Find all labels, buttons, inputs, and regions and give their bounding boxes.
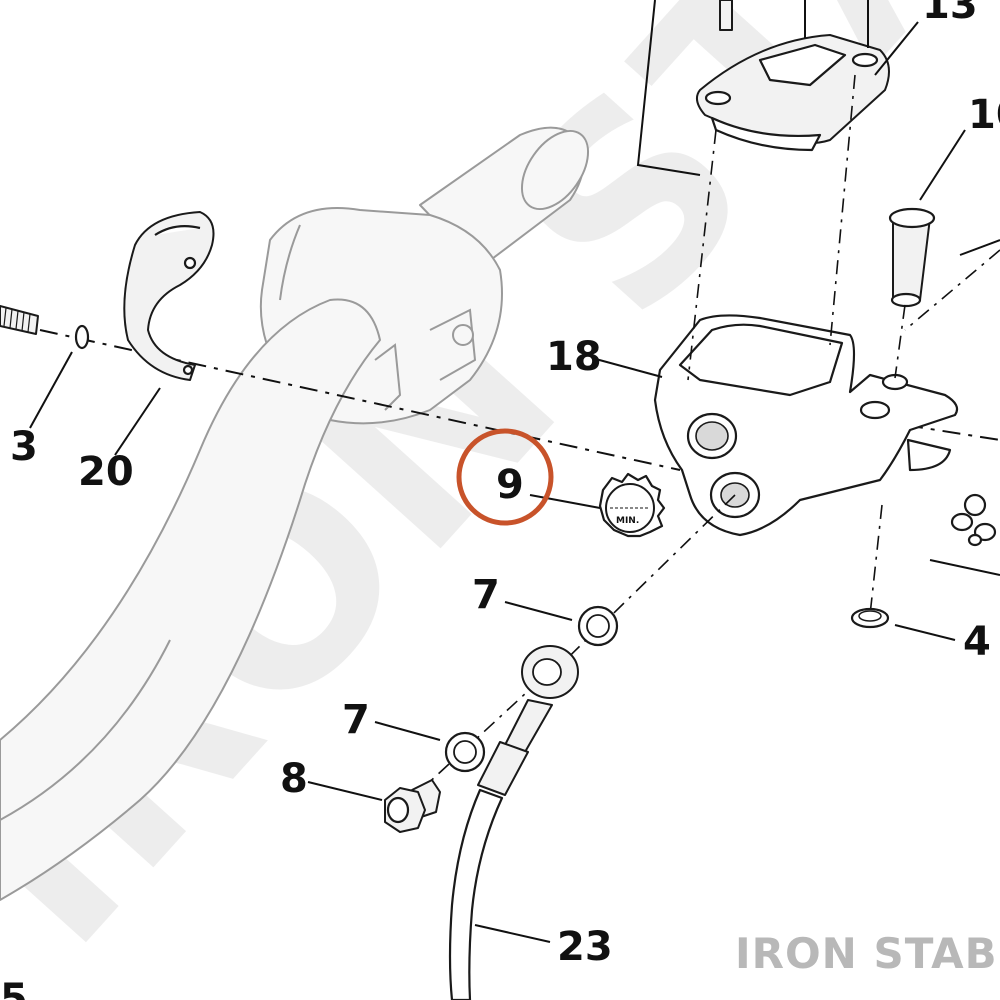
part-7-washer-upper [577,605,619,647]
part-13-reservoir-cover [695,0,890,152]
guide-line-cover-left [687,129,717,381]
callout-7-lower: 7 [342,697,370,743]
callout-23: 23 [557,924,613,970]
leader-7-lower [374,721,441,741]
callout-9: 9 [496,462,524,508]
callout-7-upper: 7 [472,572,500,618]
part-4-circlip [850,607,890,629]
guide-line-clip [869,504,883,616]
part-23-brake-hose [448,645,579,1000]
leader-3 [29,351,73,429]
part-8-banjo-bolt [384,779,441,833]
leader-9 [529,494,601,509]
callout-5: 5 [0,976,28,1000]
callout-10: 10 [968,92,1000,138]
assembly-axis-line [39,329,681,471]
part-7-washer-lower [444,731,486,773]
brand-label: IRON STABLE [735,929,1000,978]
leader-4 [894,624,956,641]
callout-13: 13 [922,0,978,28]
leader-8 [307,781,383,801]
guide-line-pin-2 [904,249,1000,331]
guide-line-banjo [544,494,736,681]
guide-line-right-2 [959,239,1000,256]
leader-23 [474,924,551,943]
guide-line-right [929,559,1000,576]
callout-3: 3 [10,424,38,470]
callout-4: 4 [963,619,991,665]
part-18-master-cylinder-housing [653,314,959,537]
guide-line-pin [894,304,906,379]
part-20-clamp [123,211,215,381]
sight-glass-min-mark: MIN. [616,516,639,526]
callout-8: 8 [280,756,308,802]
part-10-pivot-pin [888,207,936,308]
leader-18 [591,357,663,378]
leader-10 [919,129,966,201]
leader-20 [114,387,161,456]
part-3-screw [0,305,90,350]
leader-7-upper [504,601,573,621]
handlebar-assembly [0,126,590,901]
callout-9-highlight-ring [456,428,554,526]
callout-18: 18 [546,334,602,380]
part-9-sight-glass: MIN. [598,472,666,538]
guide-line-cover-right [829,74,856,346]
part-right-fitting [950,493,997,547]
leader-13 [874,21,919,76]
callout-20: 20 [78,449,134,495]
